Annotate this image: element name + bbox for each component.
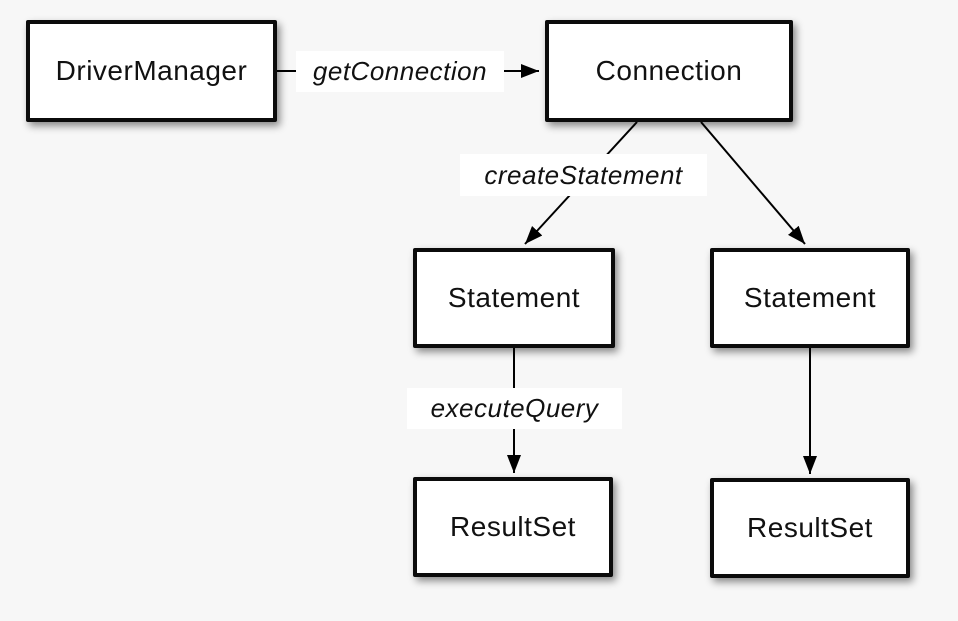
node-driver-manager: DriverManager [26,20,277,122]
edge-connection-statement-right-arrow [700,121,806,245]
node-statement-left: Statement [413,248,615,348]
node-statement-right: Statement [710,248,910,348]
edge-label-getconnection: getConnection [296,51,504,92]
edge-label-createstatement: createStatement [460,154,707,196]
node-resultset-right: ResultSet [710,478,910,578]
node-resultset-left: ResultSet [413,477,613,577]
edge-label-executequery: executeQuery [407,388,622,429]
node-connection: Connection [545,20,793,122]
